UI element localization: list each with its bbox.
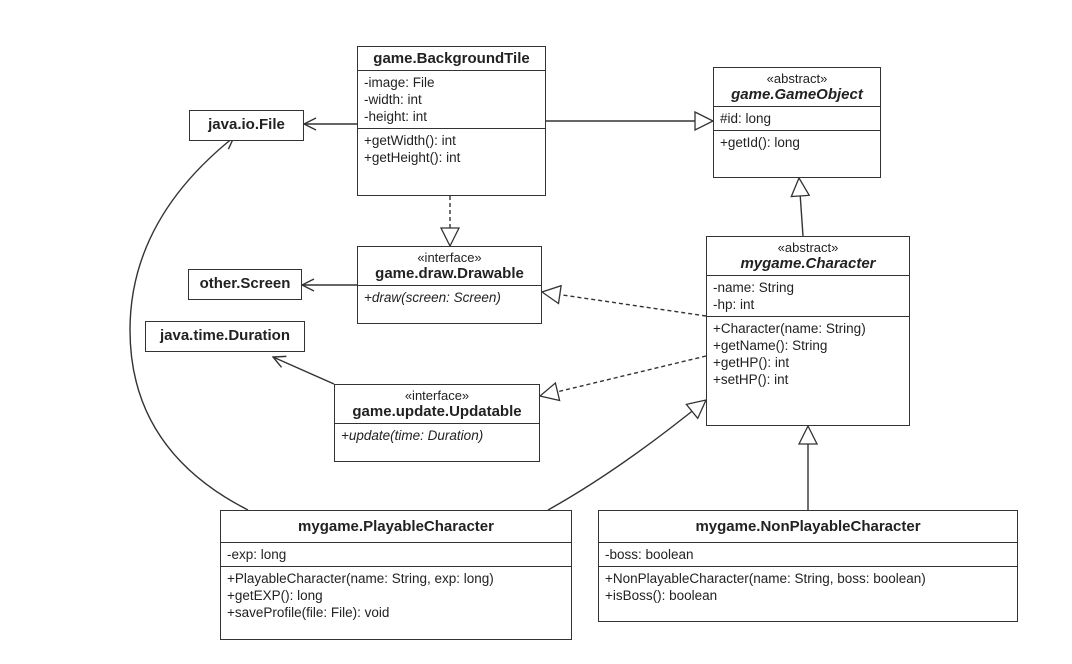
methods-section: +PlayableCharacter(name: String, exp: lo… <box>221 567 571 624</box>
stereotype: «interface» <box>417 250 482 265</box>
attribute: -name: String <box>713 280 795 295</box>
methods-section: +draw(screen: Screen) <box>358 286 541 309</box>
methods-section: +NonPlayableCharacter(name: String, boss… <box>599 567 1017 607</box>
method: +PlayableCharacter(name: String, exp: lo… <box>227 571 494 586</box>
method: +update(time: Duration) <box>341 428 484 443</box>
method: +Character(name: String) <box>713 321 866 336</box>
attribute: -boss: boolean <box>605 547 694 562</box>
class-name: game.BackgroundTile <box>373 50 530 67</box>
attributes-section: -image: File -width: int -height: int <box>358 71 545 129</box>
attributes-section: -name: String -hp: int <box>707 276 909 317</box>
class-java-io-file: java.io.File <box>189 110 304 141</box>
method: +getHeight(): int <box>364 150 461 165</box>
class-name: other.Screen <box>199 275 291 292</box>
stereotype: «interface» <box>404 388 470 403</box>
attributes-section: -exp: long <box>221 543 571 567</box>
attribute: -width: int <box>364 92 422 107</box>
attribute: -image: File <box>364 75 435 90</box>
edge-updatable-to-duration <box>273 357 335 385</box>
class-name: java.time.Duration <box>159 327 291 344</box>
methods-section: +getId(): long <box>714 131 880 154</box>
class-name: java.io.File <box>208 116 285 133</box>
class-name: mygame.Character <box>740 255 876 272</box>
method: +isBoss(): boolean <box>605 588 718 603</box>
method: +draw(screen: Screen) <box>364 290 501 305</box>
class-background-tile: game.BackgroundTile -image: File -width:… <box>357 46 546 196</box>
attribute: #id: long <box>720 111 772 126</box>
method: +getName(): String <box>713 338 828 353</box>
edge-character-to-updatable <box>540 355 707 396</box>
class-character: «abstract» mygame.Character -name: Strin… <box>706 236 910 426</box>
class-name: mygame.PlayableCharacter <box>298 518 494 535</box>
method: +getId(): long <box>720 135 800 150</box>
class-name: mygame.NonPlayableCharacter <box>695 518 921 535</box>
method: +saveProfile(file: File): void <box>227 605 390 620</box>
class-updatable: «interface» game.update.Updatable +updat… <box>334 384 540 462</box>
method: +NonPlayableCharacter(name: String, boss… <box>605 571 926 586</box>
attributes-section: #id: long <box>714 107 880 131</box>
class-playable-character: mygame.PlayableCharacter -exp: long +Pla… <box>220 510 572 640</box>
attribute: -height: int <box>364 109 428 124</box>
class-name: game.update.Updatable <box>352 403 522 420</box>
methods-section: +getWidth(): int +getHeight(): int <box>358 129 545 169</box>
stereotype: «abstract» <box>766 71 828 86</box>
class-non-playable-character: mygame.NonPlayableCharacter -boss: boole… <box>598 510 1018 622</box>
stereotype: «abstract» <box>777 240 839 255</box>
class-game-object: «abstract» game.GameObject #id: long +ge… <box>713 67 881 178</box>
attribute: -hp: int <box>713 297 755 312</box>
class-java-time-duration: java.time.Duration <box>145 321 305 352</box>
attributes-section: -boss: boolean <box>599 543 1017 567</box>
edge-playable-to-character <box>547 400 706 511</box>
method: +setHP(): int <box>713 372 789 387</box>
class-drawable: «interface» game.draw.Drawable +draw(scr… <box>357 246 542 324</box>
class-other-screen: other.Screen <box>188 269 302 300</box>
method: +getHP(): int <box>713 355 790 370</box>
methods-section: +update(time: Duration) <box>335 424 539 447</box>
method: +getWidth(): int <box>364 133 456 148</box>
methods-section: +Character(name: String) +getName(): Str… <box>707 317 909 391</box>
edge-character-to-gameobject <box>799 178 803 237</box>
attribute: -exp: long <box>227 547 287 562</box>
class-name: game.GameObject <box>731 86 863 103</box>
edge-character-to-drawable <box>542 292 707 317</box>
method: +getEXP(): long <box>227 588 323 603</box>
class-name: game.draw.Drawable <box>375 265 524 282</box>
edge-playable-to-file <box>129 137 249 511</box>
